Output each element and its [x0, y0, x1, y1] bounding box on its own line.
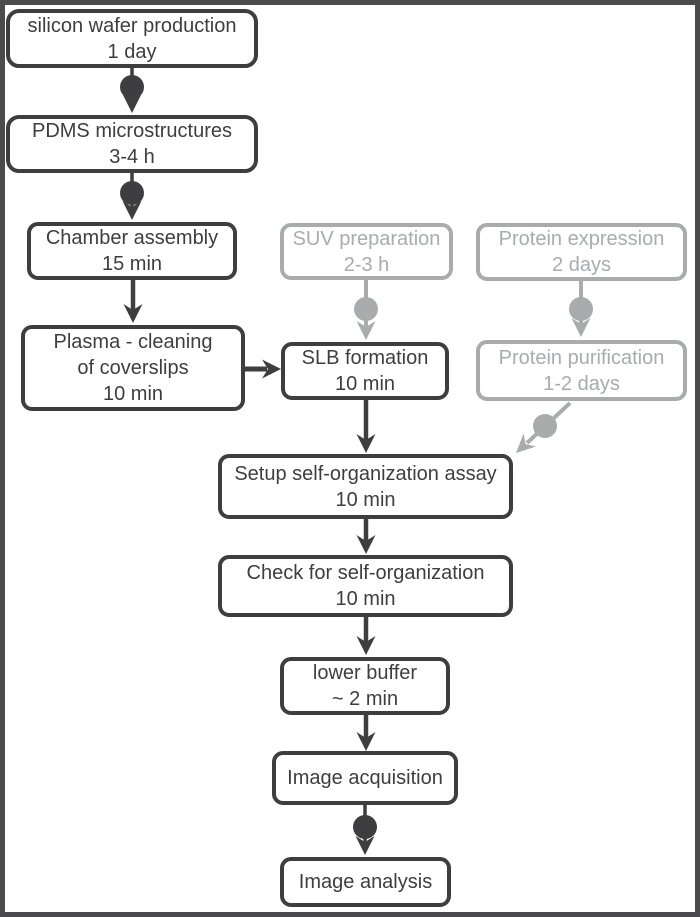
node-label: Protein expression [498, 228, 665, 250]
node-setup-self-organization-assay: Setup self-organization assay 10 min [218, 454, 513, 519]
arrowhead-icon [356, 535, 376, 554]
edge-slb-to-setup [356, 400, 376, 453]
node-duration: 15 min [101, 253, 163, 275]
arrowhead-icon [571, 318, 591, 337]
node-label: silicon wafer production [27, 14, 237, 37]
node-image-acquisition: Image acquisition [272, 751, 458, 805]
arrowhead-icon [262, 359, 281, 379]
node-duration: 2 days [552, 254, 611, 276]
node-duration: 2-3 h [343, 253, 390, 276]
node-label: Setup self-organization assay [234, 462, 497, 485]
node-label: Check for self-organization [246, 562, 485, 584]
milestone-dot [533, 414, 557, 438]
node-pdms-microstructures: PDMS microstructures 3-4 h [6, 115, 258, 173]
edge-silicon-to-pdms [120, 68, 144, 113]
arrowhead-icon [516, 433, 536, 453]
node-suv-preparation: SUV preparation 2-3 h [280, 223, 453, 280]
node-slb-formation: SLB formation 10 min [281, 342, 449, 400]
arrowhead-icon [123, 304, 143, 323]
node-label: Chamber assembly [45, 227, 219, 249]
node-label: lower buffer [312, 662, 418, 684]
milestone-dot [353, 815, 377, 839]
node-duration: 1-2 days [543, 372, 620, 395]
node-duration: ~ 2 min [331, 688, 399, 710]
node-duration: 10 min [335, 488, 396, 511]
node-label: Image analysis [298, 871, 433, 893]
edge-chamber-to-plasma [123, 280, 143, 323]
arrowhead-icon [122, 94, 142, 113]
arrowhead-icon [355, 836, 375, 855]
node-label-line2: of coverslips [77, 357, 189, 379]
arrowhead-icon [356, 732, 376, 751]
node-protein-expression: Protein expression 2 days [476, 223, 687, 281]
edge-plasma-to-slb [245, 359, 281, 379]
edge-pdms-to-chamber [120, 173, 144, 220]
arrowhead-icon [122, 201, 142, 220]
edge-acquisition-to-analysis [353, 805, 377, 855]
node-label: SUV preparation [292, 227, 441, 250]
node-duration: 10 min [335, 588, 396, 610]
edge-lower-buffer-to-acquisition [356, 715, 376, 751]
node-check-for-self-organization: Check for self-organization 10 min [218, 555, 513, 617]
node-label: Image acquisition [287, 767, 443, 789]
milestone-dot [569, 297, 593, 321]
arrow-line [525, 401, 572, 445]
node-duration: 10 min [334, 373, 396, 395]
node-image-analysis: Image analysis [280, 857, 451, 907]
edge-check-to-lower-buffer [356, 617, 376, 655]
edge-suv-to-slb [354, 280, 378, 340]
node-label: SLB formation [301, 347, 429, 369]
milestone-dot [120, 75, 144, 99]
node-protein-purification: Protein purification 1-2 days [476, 340, 687, 401]
arrowhead-icon [356, 636, 376, 655]
milestone-dot [354, 297, 378, 321]
milestone-dot [120, 181, 144, 205]
edge-expression-to-purification [569, 281, 593, 337]
edge-setup-to-check [356, 519, 376, 554]
node-duration: 10 min [102, 383, 164, 405]
node-label: Plasma - cleaning [53, 331, 213, 353]
edge-purification-to-setup [516, 401, 572, 453]
node-label: PDMS microstructures [31, 120, 233, 142]
node-lower-buffer: lower buffer ~ 2 min [280, 657, 450, 715]
node-silicon-wafer-production: silicon wafer production 1 day [6, 9, 258, 68]
arrowhead-icon [356, 434, 376, 453]
node-label: Protein purification [498, 346, 665, 369]
node-plasma-cleaning: Plasma - cleaning of coverslips 10 min [21, 325, 245, 411]
arrowhead-icon [356, 321, 376, 340]
node-chamber-assembly: Chamber assembly 15 min [27, 222, 237, 280]
node-duration: 3-4 h [109, 146, 155, 168]
node-duration: 1 day [107, 40, 157, 63]
